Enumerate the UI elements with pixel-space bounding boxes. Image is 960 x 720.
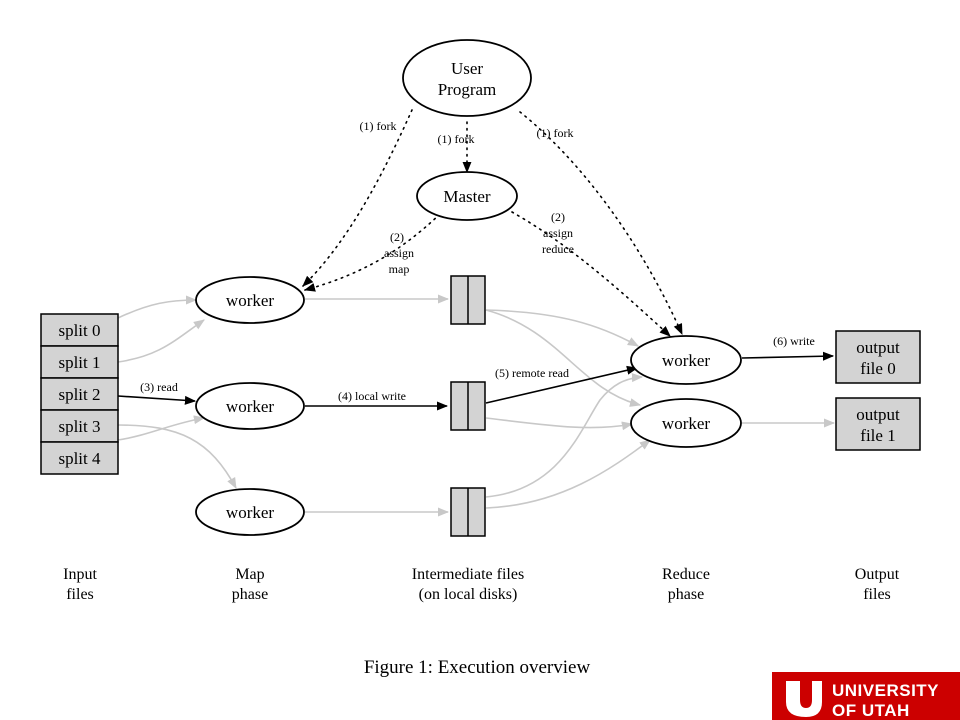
master-label: Master bbox=[443, 187, 491, 206]
reduce-worker-1: worker bbox=[630, 335, 742, 385]
output-file-0-line2: file 0 bbox=[860, 359, 895, 378]
logo-line1: UNIVERSITY bbox=[832, 681, 939, 700]
edge-assign-map bbox=[303, 213, 441, 292]
edge-fork-left bbox=[302, 109, 413, 287]
map-worker-3: worker bbox=[195, 488, 305, 536]
split-4: split 4 bbox=[40, 441, 119, 475]
phase-labels: Input files Map phase Intermediate files… bbox=[63, 566, 900, 603]
phase-output-line1: Output bbox=[855, 566, 900, 583]
edge-read bbox=[117, 395, 197, 405]
label-fork-center: (1) fork bbox=[438, 132, 475, 146]
output-file-0-line1: output bbox=[856, 338, 900, 357]
split-3-label: split 3 bbox=[58, 417, 100, 436]
label-fork-left: (1) fork bbox=[360, 119, 397, 133]
logo-u-icon bbox=[786, 681, 822, 717]
intermediate-file-3 bbox=[450, 487, 486, 537]
logo-line2: OF UTAH bbox=[832, 701, 910, 720]
label-assign-reduce-2: assign bbox=[543, 226, 573, 240]
label-fork-right: (1) fork bbox=[537, 126, 574, 140]
output-file-1-line1: output bbox=[856, 405, 900, 424]
edge-file3-reduce1 bbox=[485, 373, 644, 498]
edge-file2-reduce2 bbox=[485, 417, 634, 431]
output-file-1: output file 1 bbox=[835, 397, 921, 451]
edge-remote-read bbox=[485, 365, 639, 404]
split-0: split 0 bbox=[40, 313, 119, 347]
map-worker-3-label: worker bbox=[226, 503, 274, 522]
reduce-worker-1-label: worker bbox=[662, 351, 710, 370]
edge-file1-reduce1 bbox=[485, 309, 639, 347]
black-edges bbox=[117, 351, 835, 411]
user-program-label-line2: Program bbox=[438, 80, 497, 99]
split-4-label: split 4 bbox=[58, 449, 101, 468]
phase-output-line2: files bbox=[863, 586, 891, 603]
label-assign-map-2: assign bbox=[384, 246, 414, 260]
gray-edges bbox=[117, 294, 836, 517]
label-assign-map-1: (2) bbox=[390, 230, 404, 244]
edge-write bbox=[741, 351, 835, 361]
map-worker-2-label: worker bbox=[226, 397, 274, 416]
phase-intermediate-line1: Intermediate files bbox=[412, 566, 524, 583]
intermediate-file-2 bbox=[450, 381, 486, 431]
edge-labels: (1) fork (1) fork (1) fork (2) assign ma… bbox=[140, 119, 815, 403]
output-file-0: output file 0 bbox=[835, 330, 921, 384]
edge-assign-reduce bbox=[511, 211, 671, 337]
label-write: (6) write bbox=[773, 334, 815, 348]
label-remote-read: (5) remote read bbox=[495, 366, 569, 380]
user-program-label-line1: User bbox=[451, 59, 483, 78]
label-read: (3) read bbox=[140, 380, 178, 394]
reduce-worker-2-label: worker bbox=[662, 414, 710, 433]
label-assign-reduce-3: reduce bbox=[542, 242, 574, 256]
user-program-node: User Program bbox=[402, 39, 532, 117]
phase-map-line1: Map bbox=[235, 566, 264, 583]
map-worker-2: worker bbox=[195, 382, 305, 430]
phase-intermediate-line2: (on local disks) bbox=[419, 586, 518, 603]
edge-split0-worker1 bbox=[117, 295, 198, 319]
map-worker-1-label: worker bbox=[226, 291, 274, 310]
label-assign-map-3: map bbox=[389, 262, 410, 276]
intermediate-file-1 bbox=[450, 275, 486, 325]
edge-fork-right bbox=[519, 111, 683, 336]
split-2-label: split 2 bbox=[58, 385, 100, 404]
split-0-label: split 0 bbox=[58, 321, 100, 340]
output-file-1-line2: file 1 bbox=[860, 426, 895, 445]
edge-file1-reduce2 bbox=[485, 309, 642, 407]
dotted-edges bbox=[302, 109, 683, 337]
input-splits: split 0 split 1 split 2 split 3 split 4 bbox=[40, 313, 119, 475]
edge-split4-worker2 bbox=[117, 415, 206, 441]
reduce-worker-2: worker bbox=[630, 398, 742, 448]
phase-map-line2: phase bbox=[232, 586, 268, 603]
split-1: split 1 bbox=[40, 345, 119, 379]
split-3: split 3 bbox=[40, 409, 119, 443]
phase-reduce-line2: phase bbox=[668, 586, 704, 603]
phase-input-line1: Input bbox=[63, 566, 97, 583]
university-logo: UNIVERSITY OF UTAH bbox=[772, 672, 960, 720]
master-node: Master bbox=[416, 171, 518, 221]
edge-split1-worker1 bbox=[117, 319, 205, 363]
map-worker-1: worker bbox=[195, 276, 305, 324]
figure-caption: Figure 1: Execution overview bbox=[364, 657, 591, 678]
split-2: split 2 bbox=[40, 377, 119, 411]
label-local-write: (4) local write bbox=[338, 389, 406, 403]
edge-file3-reduce2 bbox=[485, 439, 651, 509]
phase-reduce-line1: Reduce bbox=[662, 566, 710, 583]
split-1-label: split 1 bbox=[58, 353, 100, 372]
edge-split3-worker3 bbox=[117, 424, 237, 489]
label-assign-reduce-1: (2) bbox=[551, 210, 565, 224]
phase-input-line2: files bbox=[66, 586, 94, 603]
